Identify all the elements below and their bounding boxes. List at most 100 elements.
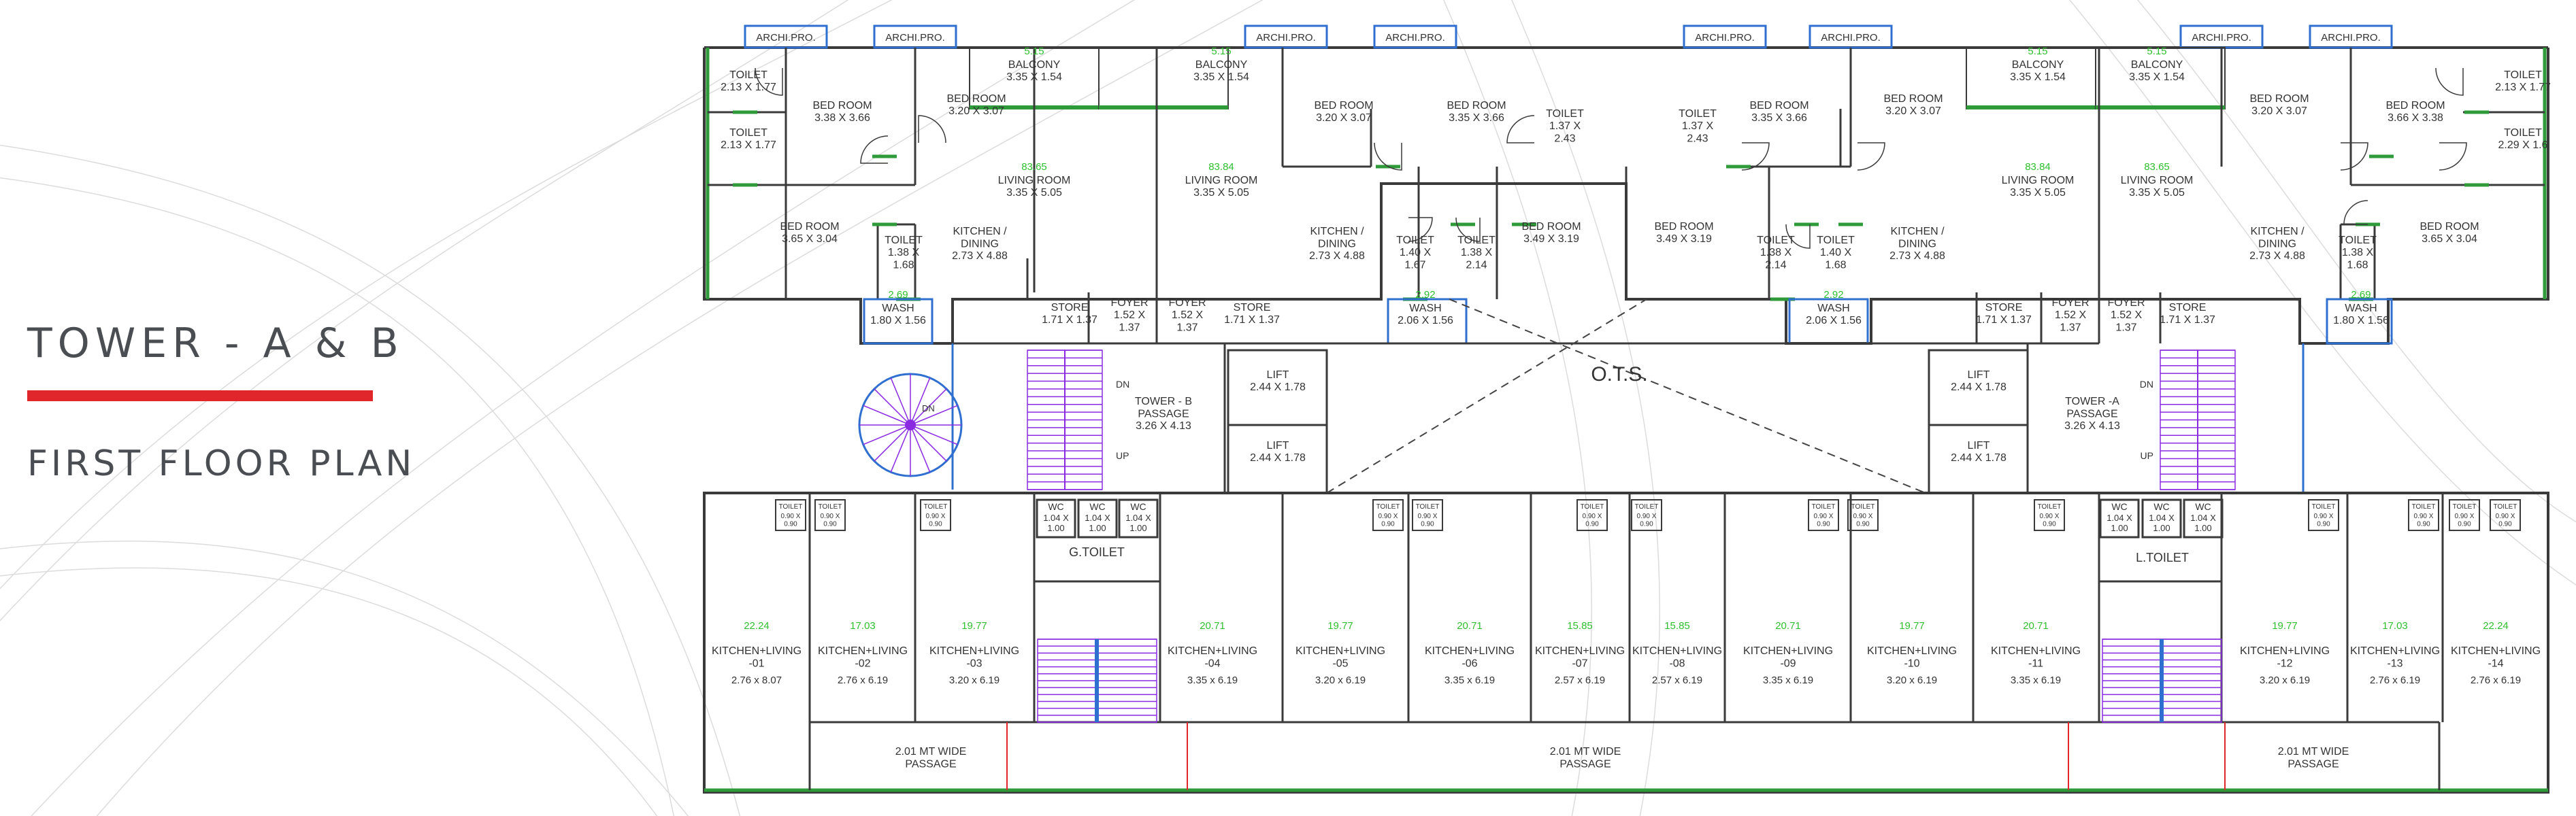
shop-dim-13: 2.76 x 6.19 xyxy=(2370,675,2420,686)
small-toilet-box-11 xyxy=(2308,499,2339,531)
room-dim-a1-wash: 2.06 X 1.56 xyxy=(1806,315,1862,326)
shop-dim-6: 3.35 x 6.19 xyxy=(1444,675,1495,686)
room-dim-passage-b: 3.26 X 4.13 xyxy=(1136,420,1191,432)
room-area-b2-wash: 2.92 xyxy=(1415,289,1435,301)
room-label-b2-bed-3: BED ROOM xyxy=(1521,221,1581,233)
shop-area-12: 19.77 xyxy=(2272,620,2298,632)
small-toilet-label-4: TOILET xyxy=(1376,503,1400,511)
room-label-b1-bed-3: BED ROOM xyxy=(780,221,839,233)
room-label-a2-toilet-b: TOILET xyxy=(2504,127,2542,139)
room-dim-b1-living: 3.35 X 5.05 xyxy=(1006,187,1062,199)
room-dim-a2-toilet-b: 2.29 X 1.6 xyxy=(2498,139,2548,151)
room-dim-b1-kitchen: 2.73 X 4.88 xyxy=(952,250,1008,262)
door-swing-14 xyxy=(2439,142,2467,171)
small-toilet-label-10: TOILET xyxy=(2038,503,2062,511)
room-label-a1-bed-1: BED ROOM xyxy=(1749,100,1809,112)
room-dim-b1-toilet-b: 2.13 X 1.77 xyxy=(721,139,776,151)
room-label-a2-balcony: BALCONY xyxy=(2131,59,2183,71)
lower-outer-wall xyxy=(703,492,2549,794)
small-toilet-box-13 xyxy=(2449,499,2480,531)
room-dim-b2-store: 1.71 X 1.37 xyxy=(1224,314,1280,326)
room-label-b2-bed-1: BED ROOM xyxy=(1314,100,1373,112)
small-toilet-box-14 xyxy=(2490,499,2521,531)
ots-label: O.T.S. xyxy=(1591,363,1647,386)
small-toilet-label-14: TOILET xyxy=(2494,503,2517,511)
shop-label-5: KITCHEN+LIVING-05 xyxy=(1295,645,1385,669)
room-dim-a1-living: 3.35 X 5.05 xyxy=(2010,187,2066,199)
shop-label-12: KITCHEN+LIVING-12 xyxy=(2240,645,2330,669)
title-underline xyxy=(27,390,373,401)
room-dim-a1-store: 1.71 X 1.37 xyxy=(1976,314,2032,326)
room-dim-a2-wash: 1.80 X 1.56 xyxy=(2333,315,2389,326)
room-label-a1-bed-2: BED ROOM xyxy=(1883,93,1943,105)
archi-pro-label-7: ARCHI.PRO. xyxy=(2192,32,2251,44)
stair-a-up-label: UP xyxy=(2141,450,2153,461)
room-dim-b2-bed-3: 3.49 X 3.19 xyxy=(1523,233,1579,245)
room-label-b1-kitchen: KITCHEN /DINING xyxy=(953,226,1007,250)
small-toilet-label-2: TOILET xyxy=(819,503,842,511)
room-label-a1-kitchen: KITCHEN /DINING xyxy=(1890,226,1945,250)
shop-area-4: 20.71 xyxy=(1200,620,1225,632)
room-label-b1-bed-2: BED ROOM xyxy=(946,93,1006,105)
title-block: TOWER - A & B FIRST FLOOR PLAN xyxy=(27,320,503,486)
shop-area-1: 22.24 xyxy=(744,620,770,632)
room-dim-b2-bed-1: 3.20 X 3.07 xyxy=(1316,112,1372,124)
room-area-a1-wash: 2.92 xyxy=(1823,289,1843,301)
room-label-b2-toilet-a: TOILET xyxy=(1546,108,1584,120)
shop-label-1: KITCHEN+LIVING-01 xyxy=(712,645,802,669)
room-dim-a1-balcony: 3.35 X 1.54 xyxy=(2010,71,2066,83)
wc-box-5 xyxy=(2141,498,2182,539)
archi-pro-label-1: ARCHI.PRO. xyxy=(756,32,816,44)
small-toilet-label-13: TOILET xyxy=(2453,503,2477,511)
room-label-b2-toilet-c: TOILET xyxy=(1457,235,1496,246)
archi-pro-label-6: ARCHI.PRO. xyxy=(1821,32,1881,44)
room-label-lift-b2: LIFT xyxy=(1267,440,1289,452)
shop-dim-10: 3.20 x 6.19 xyxy=(1887,675,1937,686)
room-dim-lift-a1: 2.44 X 1.78 xyxy=(1951,381,2007,393)
wc-box-1 xyxy=(1036,498,1076,539)
shop-dim-8: 2.57 x 6.19 xyxy=(1652,675,1702,686)
wash-outline-1 xyxy=(863,298,934,345)
archi-pro-box-5 xyxy=(1683,24,1767,49)
shop-label-14: KITCHEN+LIVING-14 xyxy=(2451,645,2541,669)
room-dim-a2-store: 1.71 X 1.37 xyxy=(2160,314,2215,326)
archi-pro-label-3: ARCHI.PRO. xyxy=(1256,32,1316,44)
shop-label-3: KITCHEN+LIVING-03 xyxy=(929,645,1019,669)
g-toilet-label: G.TOILET xyxy=(1069,545,1125,559)
room-dim-a1-kitchen: 2.73 X 4.88 xyxy=(1889,250,1945,262)
room-label-a1-toilet-b: TOILET xyxy=(1757,235,1795,246)
room-label-a1-bed-3: BED ROOM xyxy=(1654,221,1713,233)
room-label-b2-foyer: FOYER xyxy=(1168,297,1206,309)
shop-area-10: 19.77 xyxy=(1899,620,1925,632)
shop-dim-4: 3.35 x 6.19 xyxy=(1187,675,1238,686)
small-toilet-label-8: TOILET xyxy=(1812,503,1836,511)
room-label-b2-wash: WASH xyxy=(1409,303,1441,314)
ots-diagonal-2 xyxy=(1326,299,1647,494)
archi-pro-label-4: ARCHI.PRO. xyxy=(1385,32,1445,44)
small-toilet-label-7: TOILET xyxy=(1635,503,1659,511)
archi-pro-box-4 xyxy=(1373,24,1457,49)
room-label-b1-balcony: BALCONY xyxy=(1008,59,1061,71)
room-area-b1-wash: 2.69 xyxy=(888,289,908,301)
room-label-lift-b1: LIFT xyxy=(1267,369,1289,381)
small-toilet-box-2 xyxy=(814,499,846,531)
shop-dim-11: 3.35 x 6.19 xyxy=(2011,675,2061,686)
room-dim-lift-b2: 2.44 X 1.78 xyxy=(1250,452,1306,464)
room-label-b1-living: LIVING ROOM xyxy=(998,175,1071,186)
wc-label-1: WC xyxy=(1048,501,1063,512)
room-label-b1-store: STORE xyxy=(1051,302,1089,313)
small-toilet-box-12 xyxy=(2408,499,2439,531)
